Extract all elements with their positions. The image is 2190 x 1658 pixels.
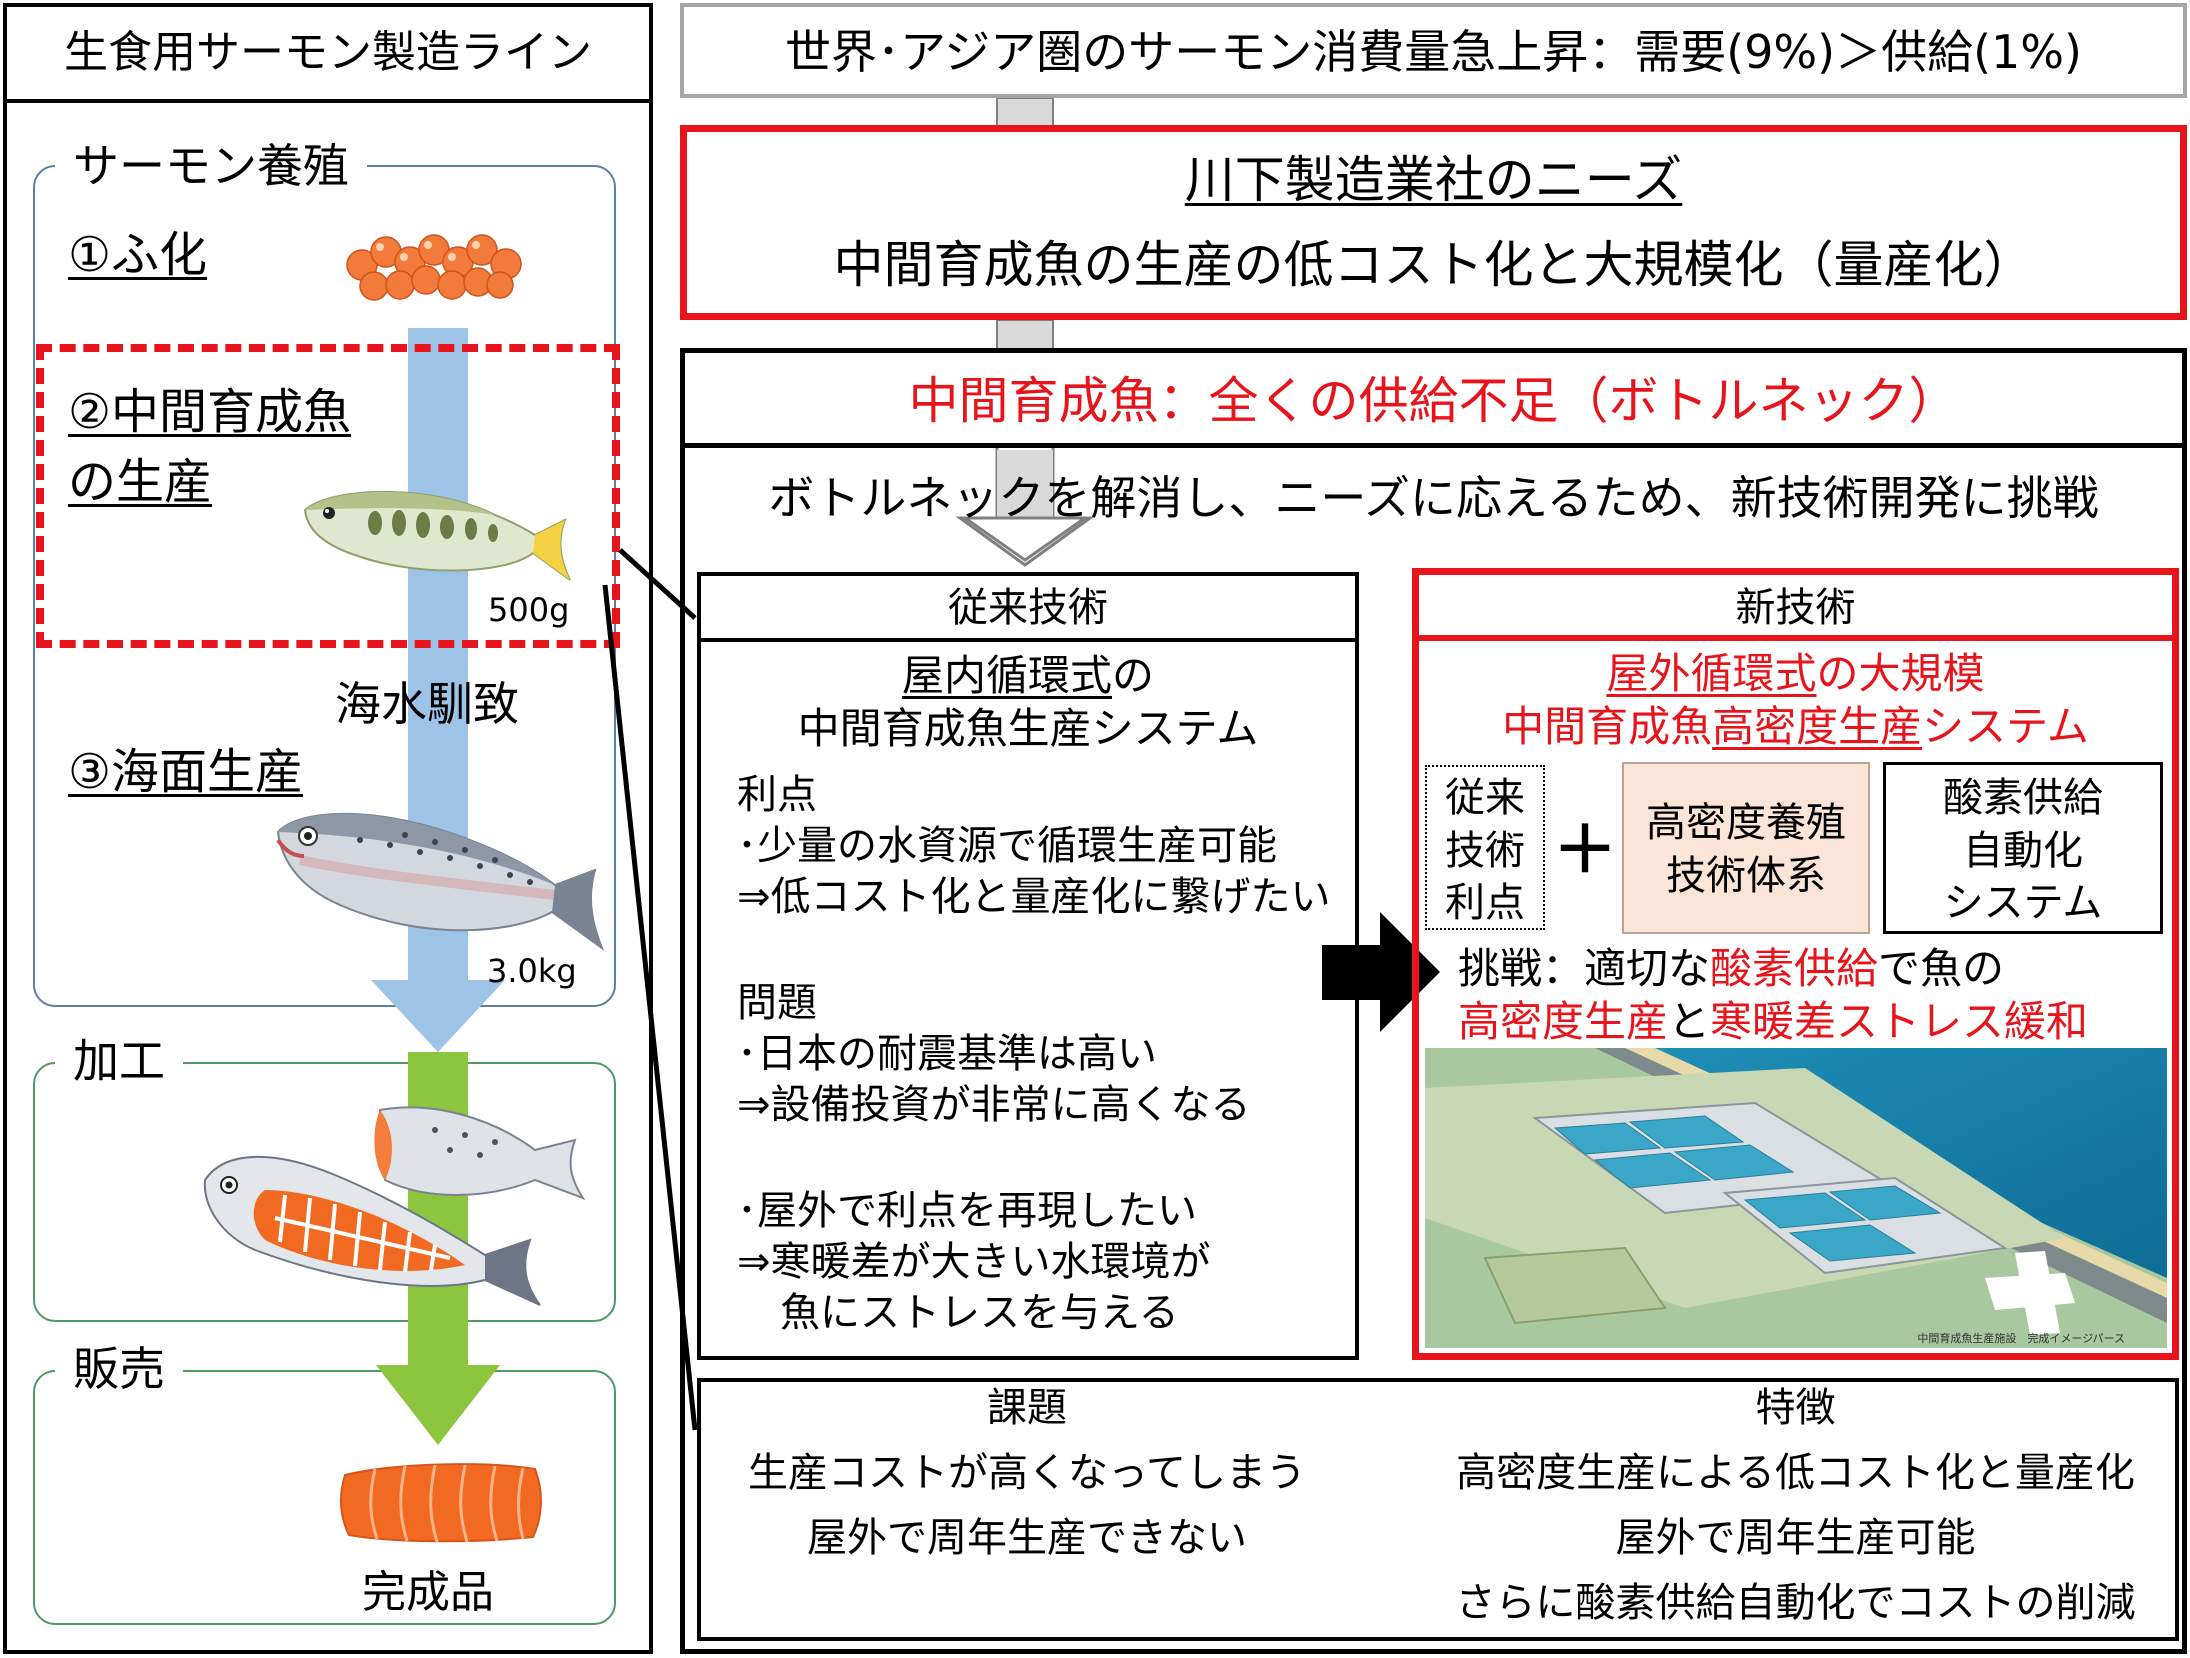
problem-4: ⇒寒暖差が大きい水環境が bbox=[737, 1239, 1211, 1285]
plus-sign: ＋ bbox=[1553, 814, 1617, 888]
gray-connector-2 bbox=[996, 319, 1054, 351]
new-tech-title-underlined: 屋外循環式 bbox=[1606, 649, 1817, 698]
challenge-b: で魚の bbox=[1878, 944, 2005, 993]
challenge-prefix: 挑戦： bbox=[1458, 944, 1585, 993]
problem-5: 魚にストレスを与える bbox=[780, 1290, 1179, 1336]
component-oxygen-line3: システム bbox=[1943, 880, 2103, 926]
left-title-box bbox=[3, 3, 653, 103]
salmon-roe-image bbox=[346, 234, 522, 301]
problem-3: ･屋外で利点を再現したい bbox=[737, 1188, 1197, 1234]
needs-box bbox=[680, 125, 2187, 320]
new-tech-challenge-line2: 高密度生産と寒暖差ストレス緩和 bbox=[1458, 997, 2089, 1046]
problem-2: ⇒設備投資が非常に高くなる bbox=[737, 1082, 1251, 1128]
summary-box bbox=[697, 1378, 2179, 1641]
salmon-fillet-image bbox=[339, 1463, 542, 1543]
challenge-oxygen: 酸素供給 bbox=[1710, 944, 1879, 993]
sales-bracket bbox=[33, 1370, 616, 1625]
new-tech-title-rest: の大規模 bbox=[1816, 649, 1985, 698]
step1-hatching: ①ふ化 bbox=[68, 227, 208, 283]
bottleneck-text: 中間育成魚：全くの供給不足（ボトルネック） bbox=[908, 372, 1959, 430]
merit-heading: 利点 bbox=[737, 772, 817, 818]
conventional-title-1: 屋内循環式の bbox=[697, 651, 1359, 700]
processing-label: 加工 bbox=[55, 1035, 183, 1088]
component-oxygen-line2: 自動化 bbox=[1963, 828, 2083, 874]
component-oxygen bbox=[1883, 762, 2163, 934]
facility-rendering-image: 中間育成魚生産施設 完成イメージパース bbox=[1425, 1048, 2167, 1348]
sales-label: 販売 bbox=[55, 1343, 183, 1396]
challenge-a: 適切な bbox=[1584, 944, 1711, 993]
new-tech-title-1: 屋外循環式の大規模 bbox=[1412, 649, 2179, 698]
challenge-high-density: 高密度生産 bbox=[1458, 997, 1669, 1046]
features-heading: 特徴 bbox=[1755, 1385, 1836, 1431]
blue-flow-arrow bbox=[371, 328, 505, 1052]
finished-product-label: 完成品 bbox=[362, 1567, 494, 1618]
step2-line2: の生産 bbox=[68, 454, 213, 510]
challenge-c: と bbox=[1668, 997, 1711, 1046]
issue-1: 生産コストが高くなってしまう bbox=[748, 1450, 1306, 1496]
component-conventional-line1: 従来 bbox=[1445, 775, 1525, 821]
conventional-header: 従来技術 bbox=[948, 585, 1108, 631]
new-tech-title2-a: 中間育成魚 bbox=[1502, 702, 1713, 751]
bottleneck-row bbox=[680, 348, 2187, 448]
conventional-title-2: 中間育成魚生産システム bbox=[797, 704, 1259, 753]
processed-salmon-image bbox=[203, 1106, 585, 1306]
merit-2: ⇒低コスト化と量産化に繋げたい bbox=[737, 874, 1331, 920]
feature-1: 高密度生産による低コスト化と量産化 bbox=[1456, 1450, 2135, 1496]
component-high-density-line1: 高密度養殖 bbox=[1646, 800, 1846, 846]
top-banner-box bbox=[680, 3, 2187, 98]
new-tech-header: 新技術 bbox=[1735, 585, 1856, 631]
issues-heading: 課題 bbox=[987, 1385, 1067, 1431]
black-right-arrow bbox=[1322, 912, 1440, 1032]
new-tech-title2-b: システム bbox=[1922, 702, 2089, 751]
component-conventional-line3: 利点 bbox=[1445, 880, 1525, 926]
component-oxygen-line1: 酸素供給 bbox=[1943, 775, 2103, 821]
challenge-stress: 寒暖差ストレス緩和 bbox=[1710, 997, 2089, 1046]
feature-2: 屋外で周年生産可能 bbox=[1615, 1515, 1976, 1561]
conventional-box bbox=[697, 572, 1359, 1360]
problem-1: ･日本の耐震基準は高い bbox=[737, 1031, 1157, 1077]
farming-label: サーモン養殖 bbox=[55, 140, 367, 193]
new-tech-box bbox=[1412, 568, 2179, 1360]
new-tech-title2-underlined: 高密度生産 bbox=[1712, 702, 1923, 751]
step2-line1: ②中間育成魚 bbox=[68, 384, 352, 440]
weight-3kg: 3.0kg bbox=[487, 952, 577, 990]
component-conventional-merit bbox=[1425, 765, 1545, 930]
gray-connector-1 bbox=[996, 97, 1054, 127]
merit-1: ･少量の水資源で循環生産可能 bbox=[737, 823, 1277, 869]
left-title: 生食用サーモン製造ライン bbox=[64, 27, 592, 78]
feature-3: さらに酸素供給自動化でコストの削減 bbox=[1455, 1580, 2136, 1626]
processing-bracket bbox=[33, 1062, 616, 1322]
weight-500g: 500g bbox=[488, 591, 570, 629]
juvenile-fish-image bbox=[303, 490, 571, 581]
conventional-title-rest: の bbox=[1112, 651, 1155, 700]
conventional-header-line bbox=[697, 638, 1359, 642]
issue-2: 屋外で周年生産できない bbox=[807, 1515, 1247, 1561]
top-banner-text: 世界･アジア圏のサーモン消費量急上昇：需要(9%)＞供給(1%) bbox=[785, 25, 2082, 79]
new-tech-header-line bbox=[1412, 635, 2179, 641]
needs-title: 川下製造業社のニーズ bbox=[680, 151, 2187, 210]
step2-highlight bbox=[36, 344, 620, 648]
image-caption: 中間育成魚生産施設 完成イメージパース bbox=[1917, 1331, 2125, 1345]
new-tech-challenge-line1: 挑戦：適切な酸素供給で魚の bbox=[1458, 944, 2005, 993]
new-tech-title-2: 中間育成魚高密度生産システム bbox=[1412, 702, 2179, 751]
step3-sea-production: ③海面生産 bbox=[68, 744, 304, 800]
seawater-acclimation: 海水馴致 bbox=[335, 677, 519, 731]
adult-salmon-image bbox=[276, 812, 605, 951]
component-high-density bbox=[1622, 762, 1870, 934]
conventional-title-underlined: 屋内循環式 bbox=[901, 651, 1112, 700]
problem-heading: 問題 bbox=[737, 980, 817, 1026]
needs-title-text: 川下製造業社のニーズ bbox=[1184, 151, 1683, 209]
component-high-density-line2: 技術体系 bbox=[1666, 853, 1826, 899]
needs-body: 中間育成魚の生産の低コスト化と大規模化（量産化） bbox=[833, 236, 2034, 294]
challenge-line: ボトルネックを解消し、ニーズに応えるため、新技術開発に挑戦 bbox=[768, 471, 2099, 525]
component-conventional-line2: 技術 bbox=[1445, 828, 1525, 874]
